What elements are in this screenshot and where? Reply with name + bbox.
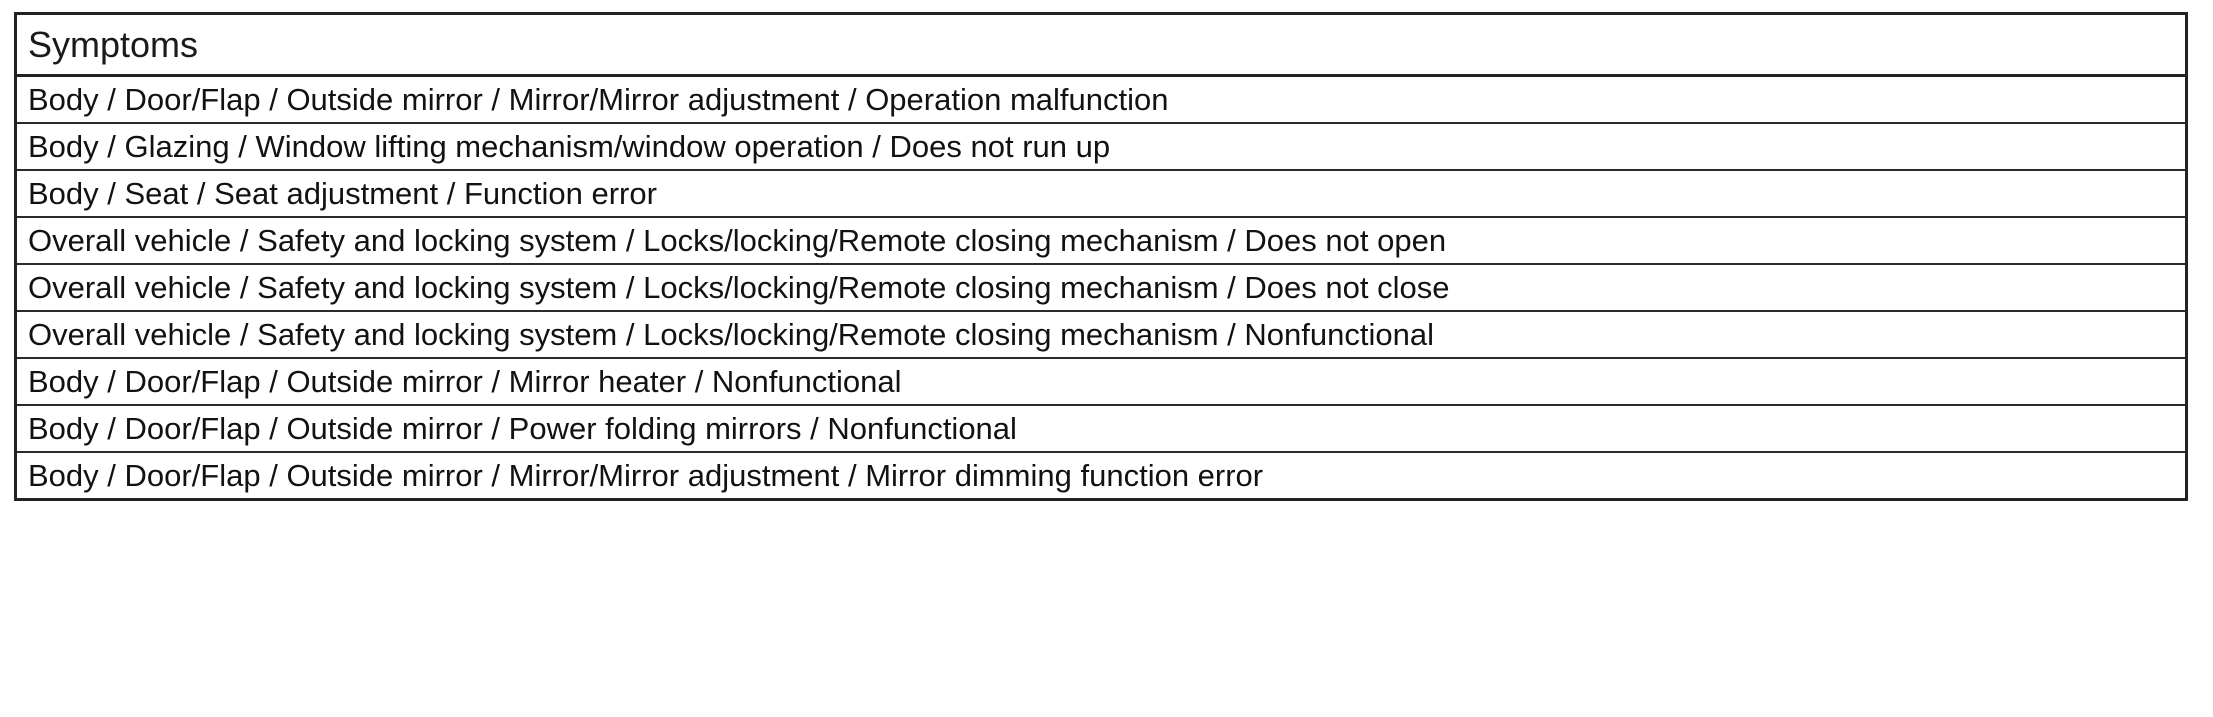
table-row: Body / Seat / Seat adjustment / Function… <box>15 169 2187 217</box>
symptom-cell: Body / Glazing / Window lifting mechanis… <box>15 122 2187 170</box>
symptoms-table: Symptoms Body / Door/Flap / Outside mirr… <box>14 12 2188 501</box>
table-row: Overall vehicle / Safety and locking sys… <box>15 216 2187 264</box>
table-body: Body / Door/Flap / Outside mirror / Mirr… <box>15 76 2187 500</box>
symptom-cell: Body / Door/Flap / Outside mirror / Powe… <box>15 404 2187 452</box>
table-row: Body / Door/Flap / Outside mirror / Mirr… <box>16 76 2187 124</box>
table-row: Overall vehicle / Safety and locking sys… <box>15 263 2187 311</box>
table-head: Symptoms <box>15 13 2187 77</box>
table-header-row: Symptoms <box>15 13 2187 77</box>
symptoms-table-container: Symptoms Body / Door/Flap / Outside mirr… <box>14 12 2188 501</box>
table-row: Body / Door/Flap / Outside mirror / Powe… <box>15 404 2187 452</box>
table-row: Body / Door/Flap / Outside mirror / Mirr… <box>15 357 2187 405</box>
symptom-cell: Body / Seat / Seat adjustment / Function… <box>15 169 2187 217</box>
symptom-cell: Overall vehicle / Safety and locking sys… <box>15 310 2187 358</box>
table-row: Overall vehicle / Safety and locking sys… <box>15 310 2187 358</box>
table-row: Body / Door/Flap / Outside mirror / Mirr… <box>15 451 2187 500</box>
symptom-cell: Overall vehicle / Safety and locking sys… <box>15 216 2187 264</box>
symptom-cell: Body / Door/Flap / Outside mirror / Mirr… <box>15 357 2187 405</box>
symptom-cell: Body / Door/Flap / Outside mirror / Mirr… <box>15 451 2187 500</box>
table-row: Body / Glazing / Window lifting mechanis… <box>15 122 2187 170</box>
column-header-symptoms: Symptoms <box>15 13 2187 77</box>
symptom-cell: Overall vehicle / Safety and locking sys… <box>15 263 2187 311</box>
symptom-cell: Body / Door/Flap / Outside mirror / Mirr… <box>28 82 1169 117</box>
